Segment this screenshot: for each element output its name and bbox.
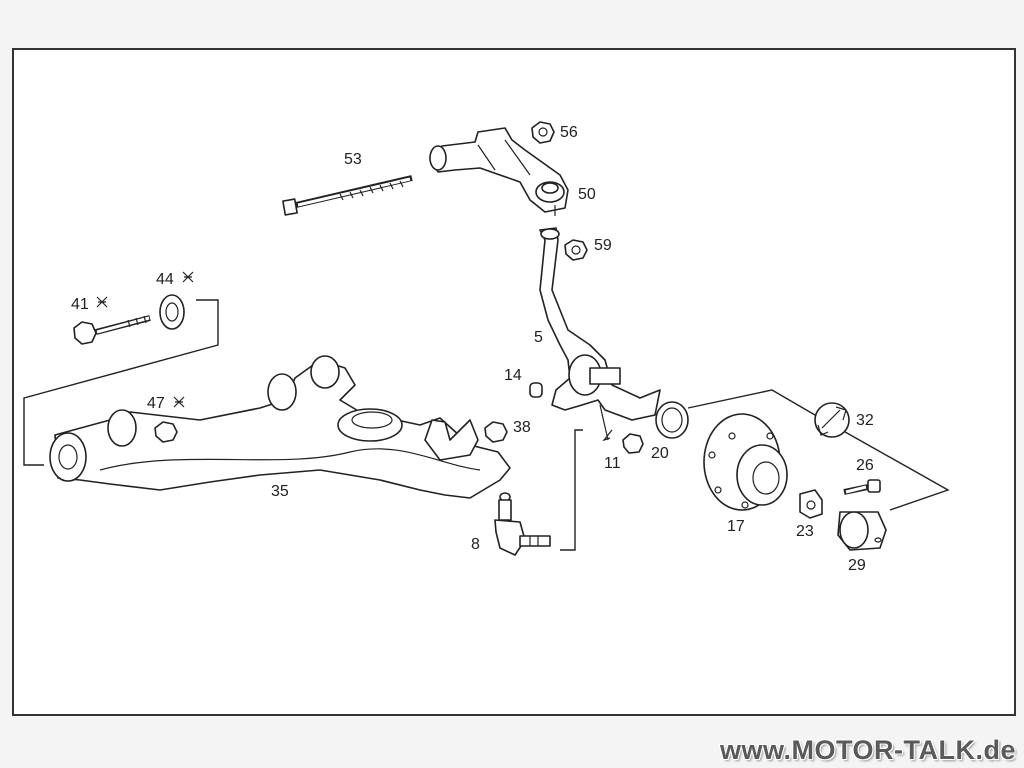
label-11: 11 xyxy=(604,455,621,472)
label-32: 32 xyxy=(856,412,874,429)
part-23-clamp-nut xyxy=(799,489,823,519)
part-5-steering-knuckle xyxy=(539,227,661,442)
bracket-left xyxy=(23,299,219,466)
label-26: 26 xyxy=(856,457,874,474)
part-53-bolt xyxy=(282,175,413,216)
label-50: 50 xyxy=(578,186,596,203)
cross-mark-44 xyxy=(182,271,194,283)
part-38-nut xyxy=(484,421,508,443)
label-47: 47 xyxy=(147,395,165,412)
bracket-balljoint xyxy=(560,429,583,551)
label-8: 8 xyxy=(471,536,480,553)
cross-mark-47 xyxy=(173,396,185,408)
label-17: 17 xyxy=(727,518,745,535)
label-41: 41 xyxy=(71,296,89,313)
label-5: 5 xyxy=(534,329,543,346)
part-59-nut xyxy=(564,239,588,261)
part-50-upper-arm xyxy=(429,127,569,216)
part-35-lower-arm xyxy=(49,355,511,499)
watermark: www.MOTOR-TALK.de xyxy=(720,735,1016,765)
label-59: 59 xyxy=(594,237,612,254)
part-32-wrench-symbol xyxy=(814,402,850,438)
label-53: 53 xyxy=(344,151,362,168)
cross-mark-41 xyxy=(96,296,108,308)
label-35: 35 xyxy=(271,483,289,500)
part-56-nut xyxy=(531,121,555,144)
part-29-hub-cap xyxy=(837,511,887,551)
part-labels: 53 56 50 59 44 41 5 14 47 38 32 11 20 26… xyxy=(71,124,874,574)
label-44: 44 xyxy=(156,271,174,288)
part-14-bushing xyxy=(529,382,543,398)
label-56: 56 xyxy=(560,124,578,141)
label-38: 38 xyxy=(513,419,531,436)
part-17-wheel-hub xyxy=(703,413,788,511)
part-47-nut xyxy=(154,421,178,443)
part-20-seal xyxy=(655,401,689,439)
label-23: 23 xyxy=(796,523,814,540)
label-14: 14 xyxy=(504,367,522,384)
label-29: 29 xyxy=(848,557,866,574)
part-11-nut xyxy=(622,433,644,454)
label-20: 20 xyxy=(651,445,669,462)
part-26-bolt xyxy=(843,479,881,495)
cross-marks xyxy=(96,271,194,408)
part-44-washer xyxy=(159,294,185,330)
part-8-ball-joint xyxy=(494,492,551,556)
part-41-bolt xyxy=(73,315,151,345)
